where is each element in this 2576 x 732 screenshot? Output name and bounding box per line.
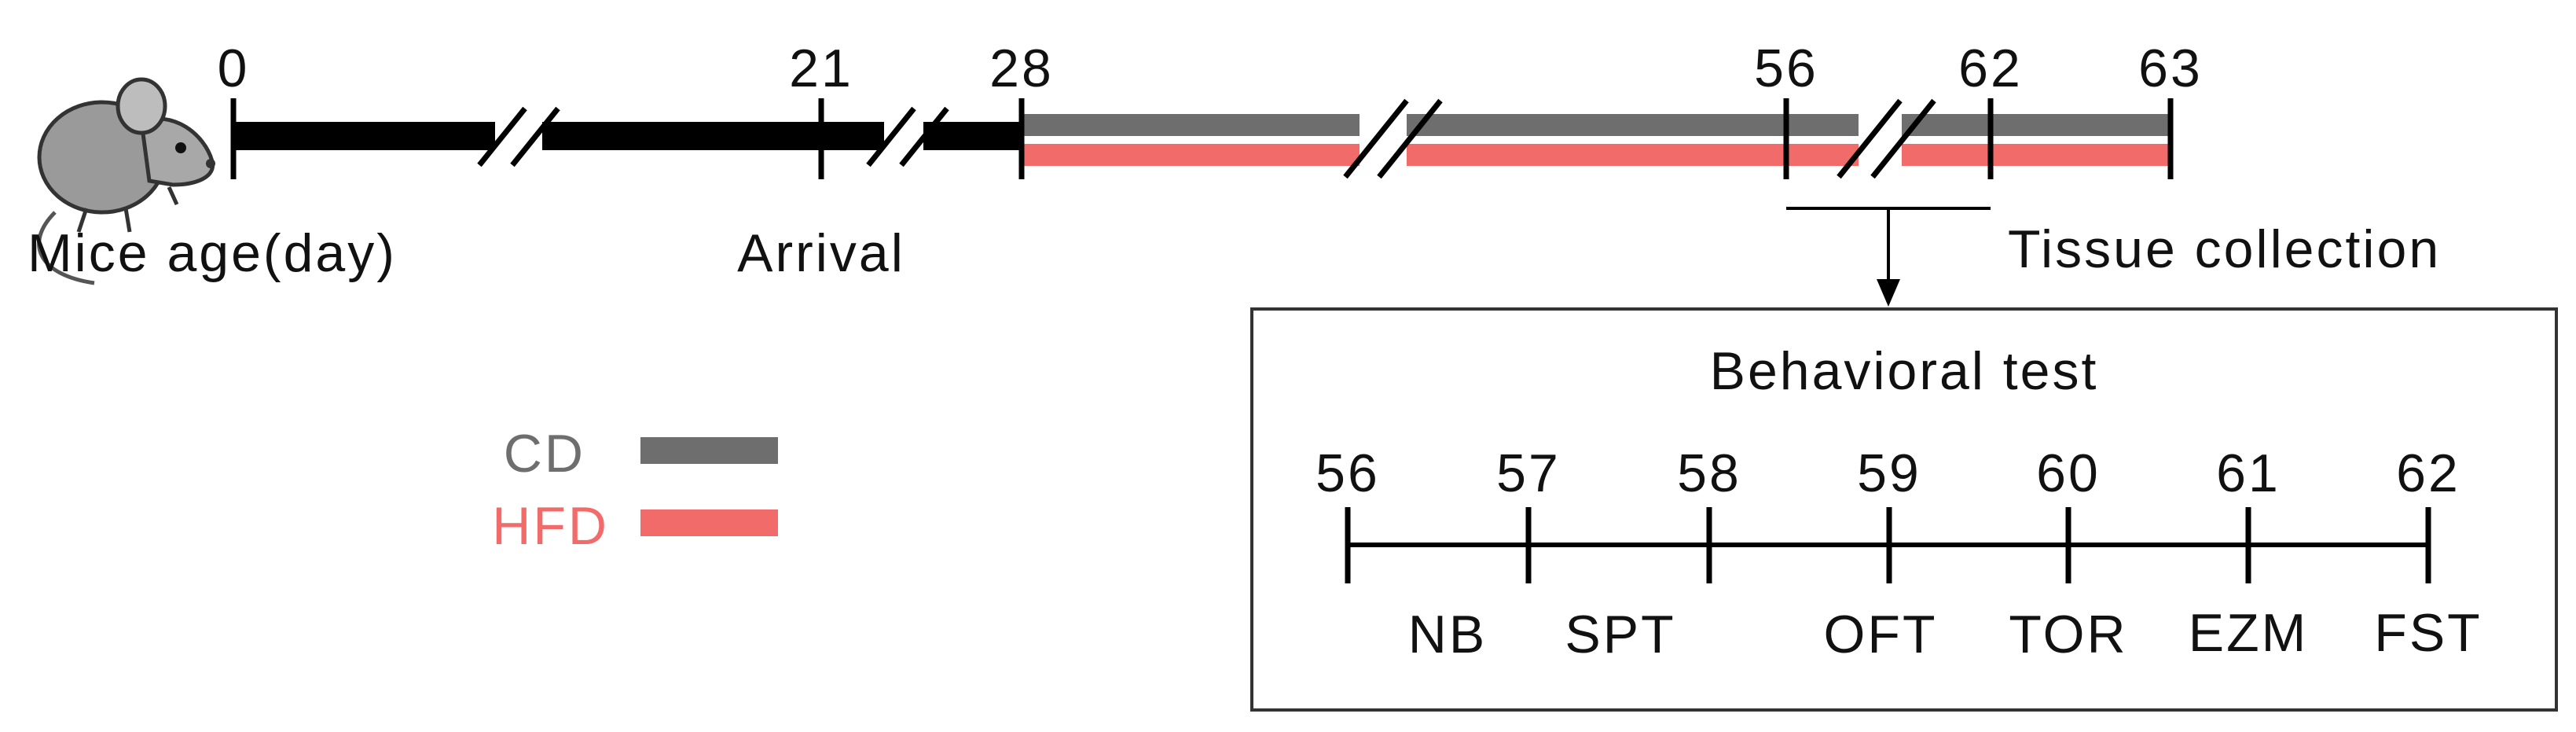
pre-diet-bar (232, 106, 1022, 167)
behavior-day-56: 56 (1316, 443, 1380, 503)
timeline-ticks (230, 98, 2174, 179)
legend: CD HFD (492, 424, 778, 556)
day-label-63: 63 (2138, 39, 2203, 98)
behavior-pointer (1786, 207, 1991, 307)
day-label-0: 0 (218, 39, 250, 98)
behavior-ticks (1345, 507, 2431, 583)
test-fst: FST (2374, 603, 2482, 663)
behavioral-test-title: Behavioral test (1710, 341, 2099, 401)
day-label-62: 62 (1958, 39, 2023, 98)
tissue-collection-label: Tissue collection (2008, 219, 2441, 279)
legend-hfd-swatch (640, 509, 778, 536)
age-label: Mice age(day) (28, 223, 397, 283)
test-oft: OFT (1824, 605, 1938, 664)
behavior-day-60: 60 (2036, 443, 2101, 503)
behavioral-test-box: Behavioral test 56 57 58 59 60 61 62 NB … (1250, 307, 2558, 712)
legend-hfd-label: HFD (492, 496, 609, 556)
behavior-day-58: 58 (1677, 443, 1741, 503)
day-label-56: 56 (1754, 39, 1818, 98)
test-spt: SPT (1565, 605, 1675, 664)
mouse-icon (37, 77, 215, 285)
diet-bars (1022, 98, 2172, 179)
legend-cd-label: CD (504, 424, 585, 484)
behavior-day-62: 62 (2396, 443, 2460, 503)
arrival-label: Arrival (737, 223, 905, 283)
hfd-bar (1022, 144, 2172, 166)
behavior-day-59: 59 (1857, 443, 1921, 503)
behavior-day-57: 57 (1496, 443, 1561, 503)
legend-cd-swatch (640, 437, 778, 464)
test-tor: TOR (2009, 605, 2127, 664)
test-ezm: EZM (2189, 603, 2309, 663)
cd-bar (1022, 114, 2172, 136)
test-nb: NB (1408, 605, 1487, 664)
day-label-21: 21 (789, 39, 853, 98)
behavior-day-61: 61 (2216, 443, 2281, 503)
day-label-28: 28 (989, 39, 1054, 98)
